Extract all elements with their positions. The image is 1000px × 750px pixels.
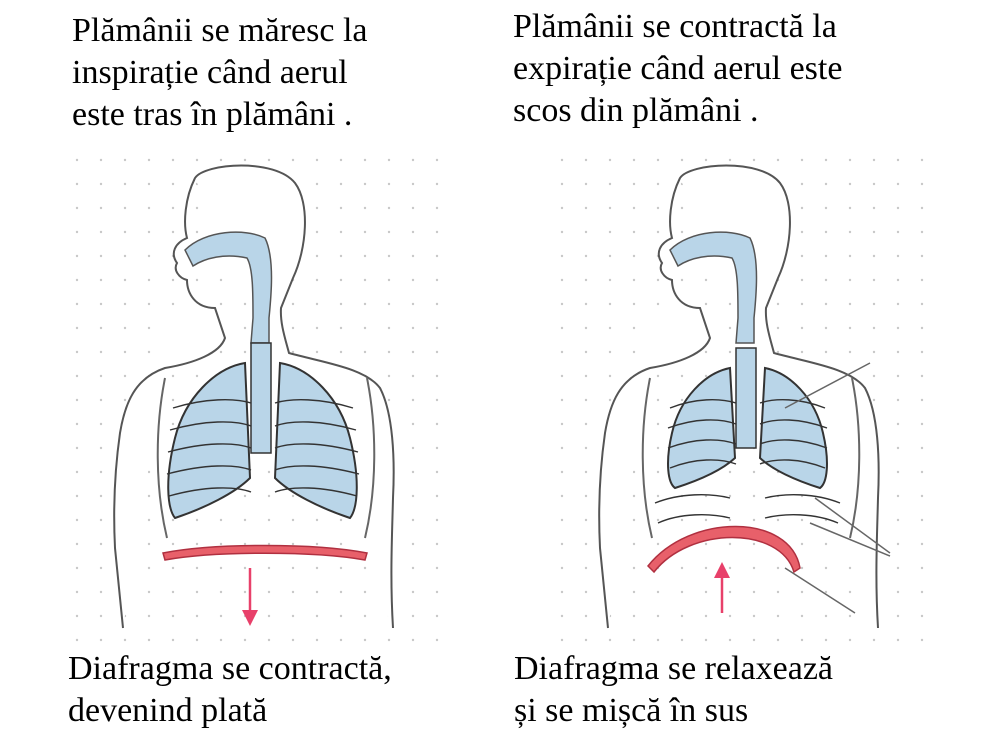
inhalation-diagram — [75, 158, 455, 648]
right-lung — [758, 366, 828, 490]
airway — [184, 231, 273, 344]
right-lung — [273, 361, 358, 520]
rib-lines — [166, 399, 360, 497]
ribcage-outline — [641, 377, 861, 539]
left-lung — [167, 361, 252, 520]
exhalation-diagram — [560, 158, 940, 648]
left-lung — [667, 366, 737, 490]
trachea — [250, 342, 272, 454]
rib-lines — [654, 399, 841, 524]
diaphragm — [162, 544, 368, 561]
diaphragm-contract-caption: Diafragma se contractă, devenind plată — [68, 650, 392, 730]
arrow-down-icon — [242, 568, 258, 626]
diaphragm — [646, 525, 801, 574]
airway — [669, 231, 758, 344]
pointer-lines — [784, 362, 891, 614]
inhalation-figure — [75, 158, 455, 648]
trachea — [735, 347, 757, 449]
arrow-up-icon — [714, 562, 730, 613]
exhalation-figure — [560, 158, 940, 648]
body-outline — [113, 164, 395, 629]
inhalation-caption: Plămânii se măresc la inspirație când ae… — [72, 12, 368, 134]
ribcage-outline — [156, 377, 376, 539]
exhalation-caption: Plămânii se contractă la expirație când … — [513, 8, 843, 130]
body-outline — [598, 164, 880, 629]
diaphragm-relax-caption: Diafragma se relaxează și se mișcă în su… — [514, 650, 833, 730]
